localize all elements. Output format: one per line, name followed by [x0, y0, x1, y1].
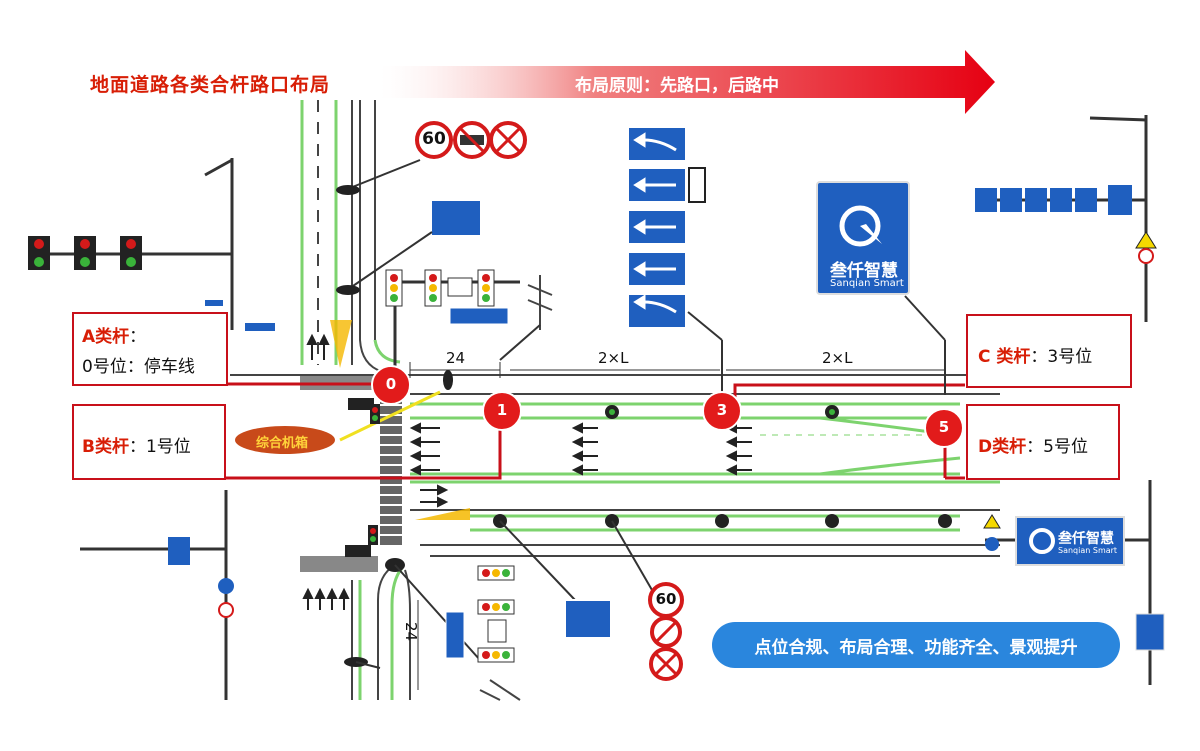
small-street-sign-b	[205, 300, 223, 306]
antenna-2	[479, 679, 521, 701]
yellow-guide-north	[330, 320, 352, 368]
category-a-title: A类杆：	[82, 322, 146, 347]
category-b-position: 1号位	[145, 437, 191, 457]
category-connectors	[225, 382, 965, 480]
category-c-title: C 类杆：3号位	[978, 342, 1092, 367]
brand-logo-d	[1029, 528, 1055, 554]
camera-2	[336, 285, 360, 295]
guide-sign-column	[627, 126, 706, 329]
category-b-title: B类杆：1号位	[82, 432, 191, 457]
main-road	[230, 374, 1000, 557]
speed-limit-lower: 60	[655, 590, 677, 608]
lane-arrows	[409, 422, 752, 508]
category-b-label: B类杆	[82, 437, 129, 457]
round-sign-d	[985, 537, 999, 551]
warning-sign-c	[1135, 231, 1157, 249]
top-signs	[415, 121, 527, 159]
speed-limit-top: 60	[422, 129, 446, 149]
category-a-label: A类杆	[82, 327, 130, 347]
category-c-label: C 类杆	[978, 347, 1031, 367]
signal-heads-0	[385, 269, 520, 370]
distance-24-top: 24	[446, 349, 466, 367]
camera-4-leader	[355, 661, 381, 669]
category-d-title: D类杆：5号位	[978, 432, 1088, 457]
lower-speed-signs	[648, 582, 684, 681]
pole-3-number: 3	[716, 401, 728, 419]
left-b-sign	[168, 537, 190, 565]
camera-1	[336, 185, 360, 195]
page-title: 地面道路各类合杆路口布局	[90, 74, 331, 96]
street-name-sign	[449, 307, 509, 325]
brand-sign-d	[1015, 516, 1125, 566]
category-c-sep: ：	[1030, 347, 1048, 367]
yellow-guide-east	[415, 508, 470, 520]
banner-arrow	[380, 50, 995, 114]
brand-sub-large: Sanqian Smart	[830, 278, 904, 289]
category-d-box: D类杆：5号位	[966, 404, 1120, 480]
distance-2l-first: 2×L	[598, 349, 629, 367]
category-c-position: 3号位	[1047, 347, 1093, 367]
pole-0-number: 0	[385, 375, 397, 393]
left-b-round-sign	[218, 578, 234, 594]
left-b-prohibit-sign	[218, 602, 234, 618]
pole-1-number: 1	[496, 401, 508, 419]
direction-sign-d	[1135, 613, 1165, 651]
small-street-sign	[245, 323, 275, 331]
camera-3	[443, 370, 453, 390]
footer-slogan: 点位合规、布局合理、功能齐全、景观提升	[712, 622, 1120, 668]
south-lane-arrows	[302, 587, 350, 610]
left-signal-heads	[28, 236, 142, 270]
brand-name-large: 叁仟智慧	[830, 261, 898, 281]
pole-1-leader	[499, 324, 541, 361]
crosswalk	[380, 395, 402, 545]
prohibit-sign-c	[1138, 248, 1154, 264]
north-lane-arrows	[306, 333, 330, 360]
intersection-signal-heads	[345, 398, 405, 572]
category-d-position: 5号位	[1043, 437, 1088, 457]
category-b-sep: ：	[128, 437, 146, 457]
brand-logo-large	[839, 205, 881, 247]
right-c-arrow-signs	[975, 185, 1132, 215]
north-road	[300, 100, 401, 375]
pole-3-leader-b	[687, 311, 723, 341]
lower-blue-panel	[564, 599, 612, 639]
category-d-sep: ：	[1026, 437, 1044, 457]
category-c-box: C 类杆：3号位	[966, 314, 1132, 388]
category-a-box: A类杆： 0号位：停车线	[72, 312, 228, 386]
cabinet-ellipse	[235, 426, 335, 454]
cabinet-label: 综合机箱	[256, 436, 309, 451]
brand-sub-small: Sanqian Smart	[1058, 546, 1118, 555]
right-c-pole	[975, 115, 1148, 322]
category-a-position: 0号位：停车线	[82, 357, 195, 377]
banner-principle: 布局原则：先路口，后路中	[575, 76, 779, 96]
pole-markers	[371, 365, 964, 448]
lower-signal-group	[394, 564, 515, 663]
leader-lower-blue	[499, 520, 576, 601]
brand-name-small: 叁仟智慧	[1058, 531, 1114, 547]
antenna-1	[527, 275, 553, 330]
sign-leader-2	[349, 231, 433, 289]
distance-2l-second: 2×L	[822, 349, 853, 367]
category-d-label: D类杆	[978, 437, 1027, 457]
blue-panel-sign	[430, 199, 482, 237]
category-b-box: B类杆：1号位	[72, 404, 226, 480]
leader-lower-speed	[611, 520, 653, 591]
vertical-street-sign	[445, 611, 465, 659]
distance-24-vertical: 24	[402, 622, 420, 642]
pole-5-number: 5	[938, 418, 950, 436]
sign-leader-1	[349, 159, 421, 189]
brand-sign-large	[816, 181, 910, 295]
crosswalk-south	[300, 556, 378, 572]
category-a-sep: ：	[129, 327, 147, 347]
cabinet-connector	[339, 390, 441, 442]
warning-sign-d	[983, 514, 1001, 529]
pole-5-leader-b	[904, 295, 946, 341]
left-b-pole	[80, 490, 228, 700]
